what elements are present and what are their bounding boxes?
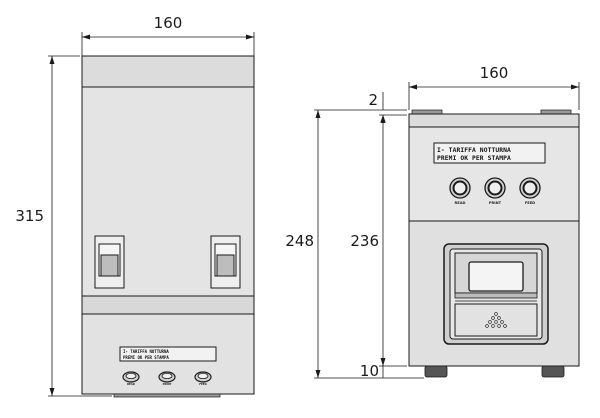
side-button-read: READ bbox=[449, 177, 471, 205]
front-width-label: 160 bbox=[154, 14, 183, 32]
printer-window bbox=[468, 261, 524, 292]
side-foot-left bbox=[424, 365, 448, 378]
side-display-line1: I- TARIFFA NOTTURNA bbox=[437, 147, 511, 154]
side-display-line2: PREMI OK PER STAMPA bbox=[437, 155, 511, 162]
arrow-right bbox=[571, 84, 579, 90]
front-button-feed: FEED bbox=[194, 371, 212, 386]
button-cap bbox=[522, 180, 538, 196]
side-button-label-read: READ bbox=[455, 201, 466, 205]
front-button-label-feed: FEED bbox=[199, 382, 207, 386]
arrow-up bbox=[49, 56, 55, 64]
door-lower-panel bbox=[454, 303, 538, 337]
button-cap bbox=[161, 372, 173, 379]
front-height-label: 315 bbox=[15, 207, 44, 225]
side-control-panel bbox=[408, 126, 580, 222]
side-body-height-label: 236 bbox=[350, 232, 379, 250]
side-printer-door bbox=[443, 243, 549, 345]
side-total-height-label: 248 bbox=[285, 232, 314, 250]
side-top-bump-left bbox=[411, 109, 443, 115]
button-cap bbox=[197, 372, 209, 379]
paper-slot bbox=[454, 292, 538, 299]
front-display-line1: I- TARIFFA NOTTURNA bbox=[123, 349, 169, 354]
side-button-label-print: PRINT bbox=[489, 201, 502, 205]
front-button-label-print: PRINT bbox=[163, 382, 172, 386]
side-button-print: PRINT bbox=[484, 177, 506, 205]
side-top-offset-label: 2 bbox=[368, 91, 378, 109]
front-button-print: PRINT bbox=[158, 371, 176, 386]
button-cap bbox=[452, 180, 468, 196]
arrow-up bbox=[315, 110, 321, 118]
front-mid-band bbox=[81, 295, 255, 315]
side-top-bump-right bbox=[540, 109, 572, 115]
side-view: 160 248 236 2 10 I- T bbox=[285, 64, 580, 380]
side-foot-right bbox=[541, 365, 565, 378]
front-button-read: READ bbox=[122, 371, 140, 386]
front-display bbox=[119, 346, 217, 362]
front-button-label-read: READ bbox=[127, 382, 136, 386]
side-display bbox=[433, 142, 546, 164]
front-view: 160 315 I- TARIFFA NOTTURNA PREMI OK PER… bbox=[15, 14, 255, 398]
arrow-down bbox=[380, 358, 386, 366]
side-top-band bbox=[408, 113, 580, 128]
button-cap bbox=[487, 180, 503, 196]
arrow-left bbox=[409, 84, 417, 90]
front-base bbox=[113, 393, 221, 398]
door-vent-dots bbox=[485, 312, 507, 328]
front-latch-left bbox=[94, 235, 125, 289]
arrow-left bbox=[82, 34, 90, 40]
side-width-label: 160 bbox=[480, 64, 509, 82]
arrow-up bbox=[380, 115, 386, 122]
latch-handle bbox=[216, 254, 235, 277]
side-feet-height-label: 10 bbox=[360, 362, 379, 380]
side-button-label-feed: FEED bbox=[525, 201, 535, 205]
arrow-right bbox=[246, 34, 254, 40]
front-top-cap bbox=[81, 55, 255, 88]
front-display-line2: PREMI OK PER STAMPA bbox=[123, 355, 169, 360]
latch-handle bbox=[100, 254, 119, 277]
button-cap bbox=[125, 372, 137, 379]
arrow-down bbox=[49, 388, 55, 396]
side-button-feed: FEED bbox=[519, 177, 541, 205]
front-latch-right bbox=[210, 235, 241, 289]
arrow-down bbox=[315, 370, 321, 378]
